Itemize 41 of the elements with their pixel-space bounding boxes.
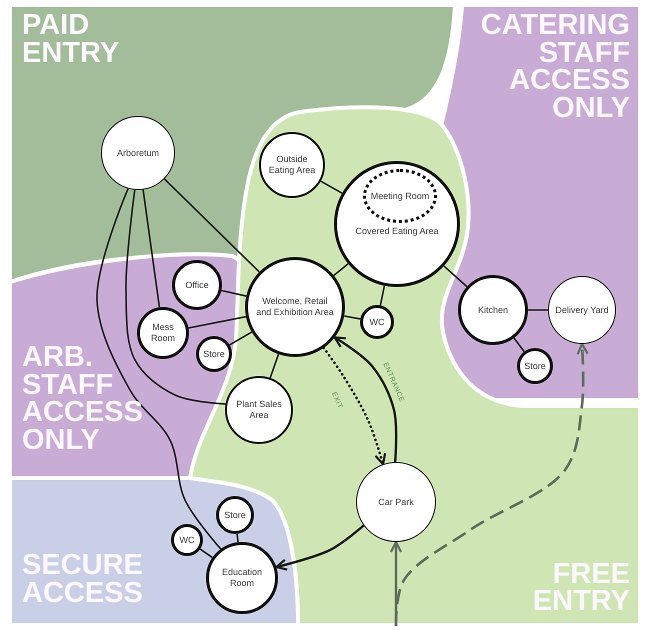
connector-line <box>229 331 252 346</box>
connector-line <box>269 354 280 378</box>
room-label: Store <box>224 510 246 520</box>
room-label: Mess Room <box>150 322 176 344</box>
arrow <box>394 342 589 626</box>
connector-line <box>320 180 342 194</box>
arrow <box>322 346 386 466</box>
zone-label: ARB. STAFF ACCESS ONLY <box>22 344 143 454</box>
connector-line <box>221 290 246 297</box>
room-label: Arboretum <box>116 148 160 158</box>
room-label: WC <box>180 534 194 546</box>
room-label: Office <box>185 280 209 290</box>
zone-label: CATERING STAFF ACCESS ONLY <box>480 12 630 122</box>
connector-line <box>200 548 213 558</box>
room-label: WC <box>370 316 384 328</box>
zone-label: PAID ENTRY <box>22 12 120 68</box>
connector-line <box>513 338 525 352</box>
room-label: Plant Sales Area <box>235 399 283 421</box>
connector-line <box>188 316 246 329</box>
room-label: Covered Eating Area <box>355 226 439 237</box>
arrow <box>334 336 398 462</box>
connector-line <box>142 190 160 308</box>
connector-line <box>528 309 548 311</box>
connector-line <box>96 188 222 550</box>
arrow <box>275 524 364 571</box>
room-label: Outside Eating Area <box>268 154 316 176</box>
room-label: Delivery Yard <box>555 304 609 316</box>
connector-line <box>380 286 386 306</box>
connector-line <box>344 315 360 320</box>
connector-line <box>333 263 349 276</box>
room-label: Welcome, Retail and Exhibition Area <box>255 296 335 318</box>
room-label: Kitchen <box>478 304 508 316</box>
room-label: Car Park <box>378 496 414 508</box>
zone-label: FREE ENTRY <box>532 560 630 616</box>
room-label: Store <box>203 348 225 360</box>
room-label: Store <box>524 360 546 372</box>
connector-line <box>236 534 239 542</box>
room-label: Meeting Room <box>370 190 430 202</box>
connector-line <box>443 265 468 288</box>
room-label: Education Room <box>220 567 264 589</box>
connector-line <box>125 190 226 405</box>
